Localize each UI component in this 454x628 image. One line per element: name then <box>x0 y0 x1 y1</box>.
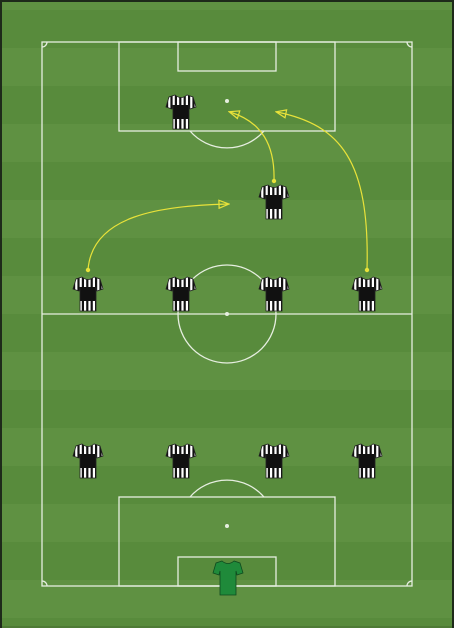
top-goal-area <box>177 41 277 72</box>
grass-stripe <box>2 238 452 276</box>
goalkeeper-shirt-icon <box>212 560 244 596</box>
run-start-dot <box>271 178 277 184</box>
top-penalty-arc <box>189 130 265 149</box>
corner-arc-bottom-right <box>406 580 413 587</box>
run-start-dot <box>364 267 370 273</box>
grass-stripe <box>2 466 452 504</box>
run-arrow-midfielder-right <box>277 112 368 271</box>
grass-stripe <box>2 390 452 428</box>
grass-stripe <box>2 314 452 352</box>
player-goalkeeper[interactable] <box>212 560 244 596</box>
corner-arc-top-left <box>41 41 48 48</box>
top-penalty-spot <box>225 99 229 103</box>
grass-stripe <box>2 86 452 124</box>
grass-stripe <box>2 618 452 628</box>
center-circle <box>177 264 277 364</box>
player-runs <box>85 112 370 273</box>
center-spot <box>225 312 229 316</box>
run-arrow-midfielder-left <box>87 204 228 271</box>
corner-arc-top-right <box>406 41 413 48</box>
corner-arc-bottom-left <box>41 580 48 587</box>
bottom-penalty-spot <box>225 524 229 528</box>
bottom-penalty-arc <box>189 479 265 498</box>
run-start-dot <box>85 267 91 273</box>
pitch-spots <box>225 99 229 528</box>
grass-stripe <box>2 162 452 200</box>
run-arrow-attacking-midfielder <box>230 112 275 182</box>
